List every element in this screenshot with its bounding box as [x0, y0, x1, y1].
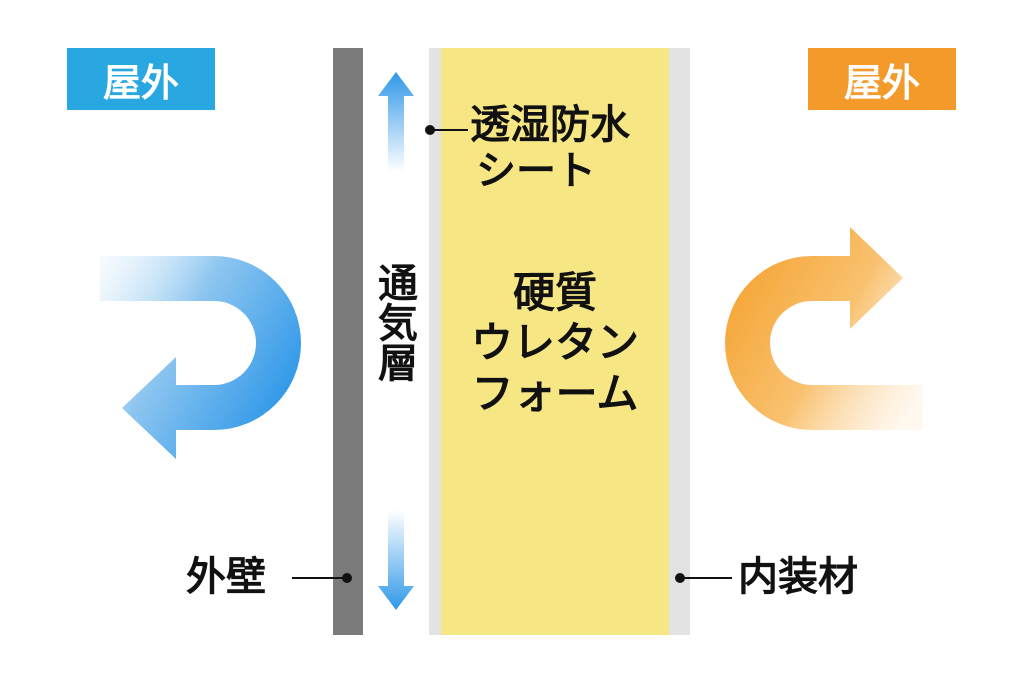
insulation-label: 硬質 ウレタン フォーム: [441, 268, 669, 419]
urethane-foam-layer: [441, 48, 669, 635]
outdoor-tag-right: 屋外: [808, 48, 956, 110]
wall-leader-line: [292, 577, 344, 579]
exterior-wall-label: 外壁: [186, 553, 266, 600]
insulation-label-line2: ウレタン: [470, 318, 639, 368]
insulation-label-line1: 硬質: [512, 268, 597, 317]
interior-finish-layer: [669, 48, 690, 635]
sheet-label: 透湿防水 シート: [470, 102, 670, 194]
interior-leader-line: [680, 577, 732, 579]
airflow-down-arrow-icon: [378, 510, 414, 610]
exterior-wall-layer: [333, 48, 363, 635]
u-turn-arrow-right-orange-icon: [725, 227, 923, 430]
sheet-label-line2: シート: [476, 147, 596, 194]
wall-leader-dot: [342, 573, 352, 583]
u-turn-arrow-left-blue-icon: [100, 256, 301, 459]
air-layer-label: 通気層: [371, 262, 418, 382]
sheet-label-line1: 透湿防水: [470, 101, 630, 148]
sheet-leader-line: [430, 129, 468, 131]
airflow-up-arrow-icon: [378, 72, 414, 172]
insulation-label-line3: フォーム: [471, 368, 639, 418]
outdoor-tag-left: 屋外: [67, 48, 215, 110]
breathable-sheet-layer: [429, 48, 441, 635]
interior-finish-label: 内装材: [738, 553, 858, 600]
